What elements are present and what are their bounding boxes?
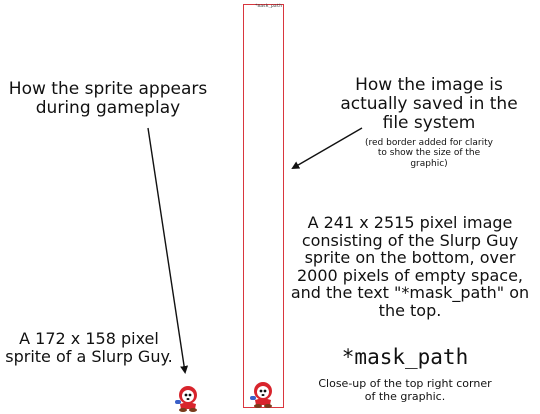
- slurp-guy-sprite-saved: [250, 382, 272, 408]
- label-gameplay: How the sprite appears during gameplay: [8, 79, 208, 119]
- label-closeup-caption: Close-up of the top right corner of the …: [318, 377, 492, 403]
- mask-path-text-small: *mask_path: [254, 4, 282, 9]
- arrow-to-saved-image: [291, 127, 363, 170]
- label-border-note: (red border added for clarity to show th…: [364, 138, 493, 169]
- label-sprite-size: A 172 x 158 pixel sprite of a Slurp Guy.: [5, 329, 173, 366]
- slurp-guy-sprite-gameplay: [175, 386, 197, 412]
- arrow-to-gameplay-sprite: [147, 127, 189, 374]
- saved-image-frame: *mask_path: [243, 4, 284, 408]
- label-saved-image: How the image is actually saved in the f…: [340, 75, 518, 134]
- label-mask-path-closeup: *mask_path: [341, 345, 469, 369]
- label-image-description: A 241 x 2515 pixel image consisting of t…: [290, 213, 530, 320]
